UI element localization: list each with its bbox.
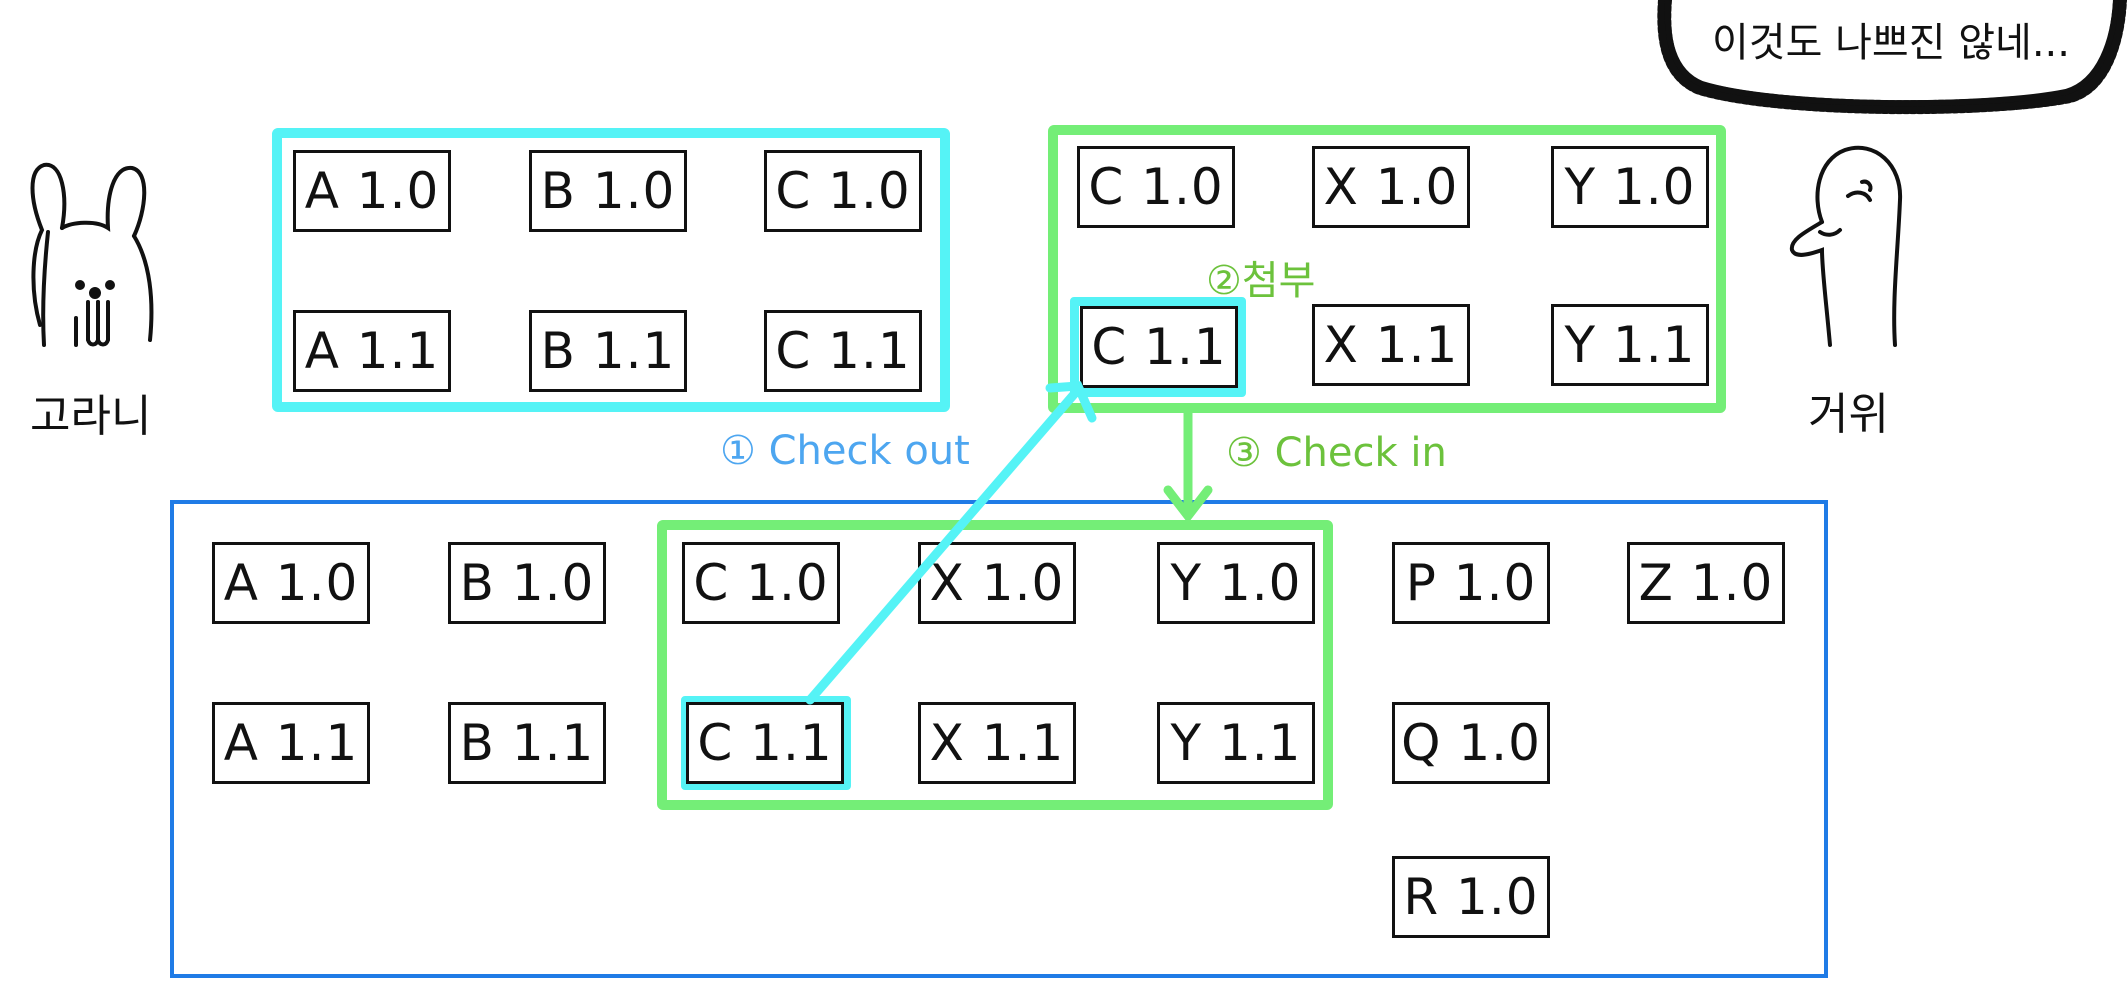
workspace-tag: C 1.0 [1077,146,1235,228]
right-character-name: 거위 [1808,389,1889,440]
workspace-tag: A 1.1 [293,310,451,392]
workspace-tag: C 1.0 [764,150,922,232]
workspace-tag: B 1.0 [529,150,687,232]
left-character-name: 고라니 [30,391,152,442]
step3-label: ③ Check in [1226,430,1447,476]
workspace-tag: C 1.1 [764,310,922,392]
repository-tag: A 1.1 [212,702,370,784]
attached-item-highlight [1070,297,1246,397]
repository-tag: R 1.0 [1392,856,1550,938]
repository-tag: X 1.1 [918,702,1076,784]
goose-workspace-group [1048,125,1726,413]
checked-out-item-highlight [681,696,851,790]
repository-tag: Z 1.0 [1627,542,1785,624]
checkin-arrow [1163,403,1213,524]
repository-tag: X 1.0 [918,542,1076,624]
repository-tag: C 1.0 [682,542,840,624]
workspace-tag: X 1.1 [1312,304,1470,386]
repository-group [170,500,1828,978]
step2-label: ②첨부 [1206,258,1316,304]
checkout-arrow [805,381,1097,705]
speech-bubble-text: 이것도 나쁘진 않네... [1712,20,2070,66]
workspace-tag: Y 1.0 [1551,146,1709,228]
repository-tag: Y 1.1 [1157,702,1315,784]
workspace-tag: X 1.0 [1312,146,1470,228]
repository-tag: B 1.1 [448,702,606,784]
workspace-tag: Y 1.1 [1551,304,1709,386]
step1-label: ① Check out [720,428,970,474]
repository-tag: B 1.0 [448,542,606,624]
workspace-tag: B 1.1 [529,310,687,392]
user-workspace-group [272,128,950,412]
repository-tag: A 1.0 [212,542,370,624]
repository-tag: C 1.1 [686,702,844,784]
workspace-tag: A 1.0 [293,150,451,232]
repository-tag: Q 1.0 [1392,702,1550,784]
repository-tag: P 1.0 [1392,542,1550,624]
workspace-tag: C 1.1 [1080,306,1238,388]
repository-changeset-group [657,520,1333,810]
repository-tag: Y 1.0 [1157,542,1315,624]
